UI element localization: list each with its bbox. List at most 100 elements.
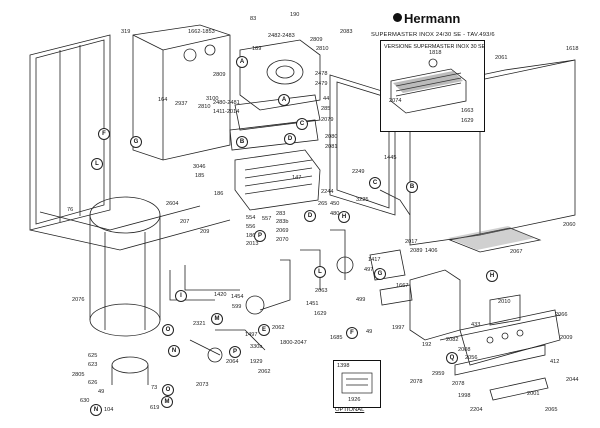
callout-marker: C [296,118,308,130]
part-label: 265 [318,201,328,207]
callout-marker: B [406,181,418,193]
part-label: 2078 [452,381,465,387]
part-label: 2001 [527,391,540,397]
part-label: 1998 [458,393,471,399]
part-label: 283 [276,211,286,217]
part-label: 1667 [396,283,409,289]
part-label: 2959 [432,371,445,377]
part-label: 497 [364,267,374,273]
part-label: 625 [88,353,98,359]
control-panel [409,269,561,401]
part-label: 2067 [510,249,523,255]
inset-label: 1818 [429,50,442,56]
optional-label: OPTIONAL [335,407,365,413]
callout-marker: N [90,404,102,416]
part-label: 3046 [193,164,206,170]
part-label: 2008 [458,347,471,353]
callout-marker: I [175,290,187,302]
part-label: 1800-2047 [280,340,307,346]
optional-label-part: 1398 [337,363,350,369]
part-label: 207 [180,219,190,225]
part-label: 3225 [356,197,369,203]
part-label: 2070 [276,237,289,243]
part-label: 1420 [214,292,227,298]
part-label: 2062 [272,325,285,331]
part-label: 2064 [226,359,239,365]
part-label: 83 [250,16,257,22]
part-label: 1662-1853 [188,29,215,35]
callout-marker: A [278,94,290,106]
part-label: 499 [356,297,366,303]
part-label: 192 [422,342,432,348]
part-label: 2810 [198,104,211,110]
callout-marker: O [162,384,174,396]
part-label: 2478 [315,71,328,77]
part-label: 480 [330,211,340,217]
part-label: 1685 [330,335,343,341]
part-label: 283b [276,219,289,225]
inset-label: 1663 [461,108,474,114]
part-label: 3100 [206,96,219,102]
part-label: 2249 [352,169,365,175]
part-label: 2321 [193,321,206,327]
inset-label: 2074 [389,98,402,104]
side-panel [329,74,396,216]
part-label: 2809 [310,37,323,43]
brand-logo-icon [393,13,402,22]
part-label: 2083 [340,29,353,35]
ignition-coil [489,294,521,326]
part-label: 2062 [258,369,271,375]
optional-panel-icon [341,372,373,394]
callout-marker: P [254,230,266,242]
part-label: 1869 [246,233,259,239]
part-label: 2009 [560,335,573,341]
part-label: 630 [80,398,90,404]
callout-marker: L [314,266,326,278]
part-label: 319 [121,29,131,35]
optional-box: 1398 1926 [333,360,381,408]
inset-title: VERSIONE SUPERMASTER INOX 30 SE [384,44,486,50]
part-label: 164 [158,97,168,103]
part-label: 2089 [410,248,423,254]
part-label: 1629 [314,311,327,317]
callout-marker: Q [446,352,458,364]
part-label: 557 [262,216,272,222]
part-label: 147 [292,175,302,181]
part-label: 104 [104,407,114,413]
part-label: 73 [151,385,158,391]
part-label: 2010 [498,299,511,305]
part-label: 2081 [325,144,338,150]
part-label: 1454 [231,294,244,300]
part-label: 412 [550,359,560,365]
part-label: 2044 [566,377,579,383]
part-label: 76 [67,207,74,213]
part-label: 1997 [392,325,405,331]
part-label: 1445 [384,155,397,161]
part-label: 49 [366,329,373,335]
piping [169,189,411,356]
callout-marker: L [91,158,103,170]
part-label: 2805 [72,372,85,378]
part-label: 2937 [175,101,188,107]
part-label: 2079 [321,117,334,123]
callout-marker: A [236,56,248,68]
callout-marker: G [374,268,386,280]
callout-marker: M [211,313,223,325]
storage-tank [89,196,161,385]
callout-marker: E [258,324,270,336]
part-label: 1411-2014 [213,109,240,115]
part-label: 2065 [545,407,558,413]
part-label: 185 [195,173,205,179]
part-label: 2078 [410,379,423,385]
part-label: 450 [330,201,340,207]
part-label: 1406 [425,248,438,254]
part-label: 554 [246,215,256,221]
callout-marker: D [284,133,296,145]
callout-marker: B [236,136,248,148]
part-label: 2060 [563,222,576,228]
callout-marker: H [486,270,498,282]
callout-marker: G [130,136,142,148]
model-title: SUPERMASTER INOX 24/30 SE - TAV.493/6 [371,32,495,38]
part-label: 190 [290,12,300,18]
